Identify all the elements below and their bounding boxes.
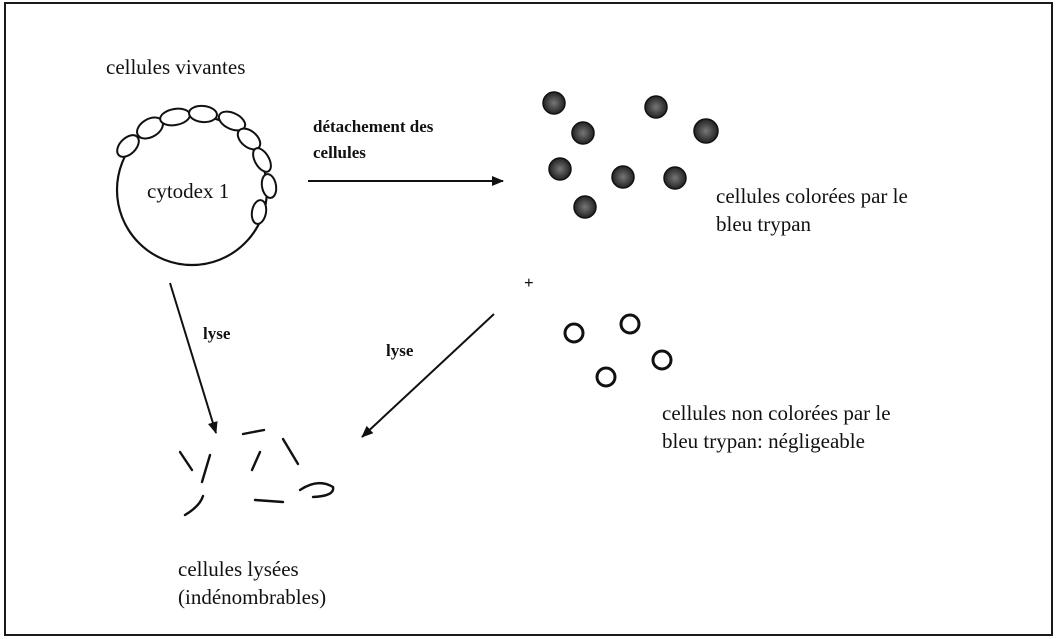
unstained-cells-label-line2: bleu trypan: négligeable <box>662 427 865 455</box>
stained-cells-label-line1: cellules colorées par le <box>716 182 908 210</box>
lysis-right-label: lyse <box>386 338 413 363</box>
lysed-cells-label-line2: (indénombrables) <box>178 583 326 611</box>
unstained-cells-label-line1: cellules non colorées par le <box>662 399 891 427</box>
lysed-fragments <box>180 430 333 515</box>
detachment-label-line2: cellules <box>313 140 366 165</box>
plus-sign: + <box>524 270 534 295</box>
lysis-left-label: lyse <box>203 321 230 346</box>
cytodex-label: cytodex 1 <box>147 177 229 205</box>
lysis-arrow-right <box>362 314 494 437</box>
living-cells-label: cellules vivantes <box>106 53 245 81</box>
lysed-cells-label-line1: cellules lysées <box>178 555 299 583</box>
detachment-label-line1: détachement des <box>313 114 433 139</box>
unstained-cells <box>565 315 671 386</box>
stained-cells-label-line2: bleu trypan <box>716 210 811 238</box>
lysis-arrow-left <box>170 283 216 433</box>
stained-cells <box>543 92 718 218</box>
attached-cells <box>113 105 278 225</box>
